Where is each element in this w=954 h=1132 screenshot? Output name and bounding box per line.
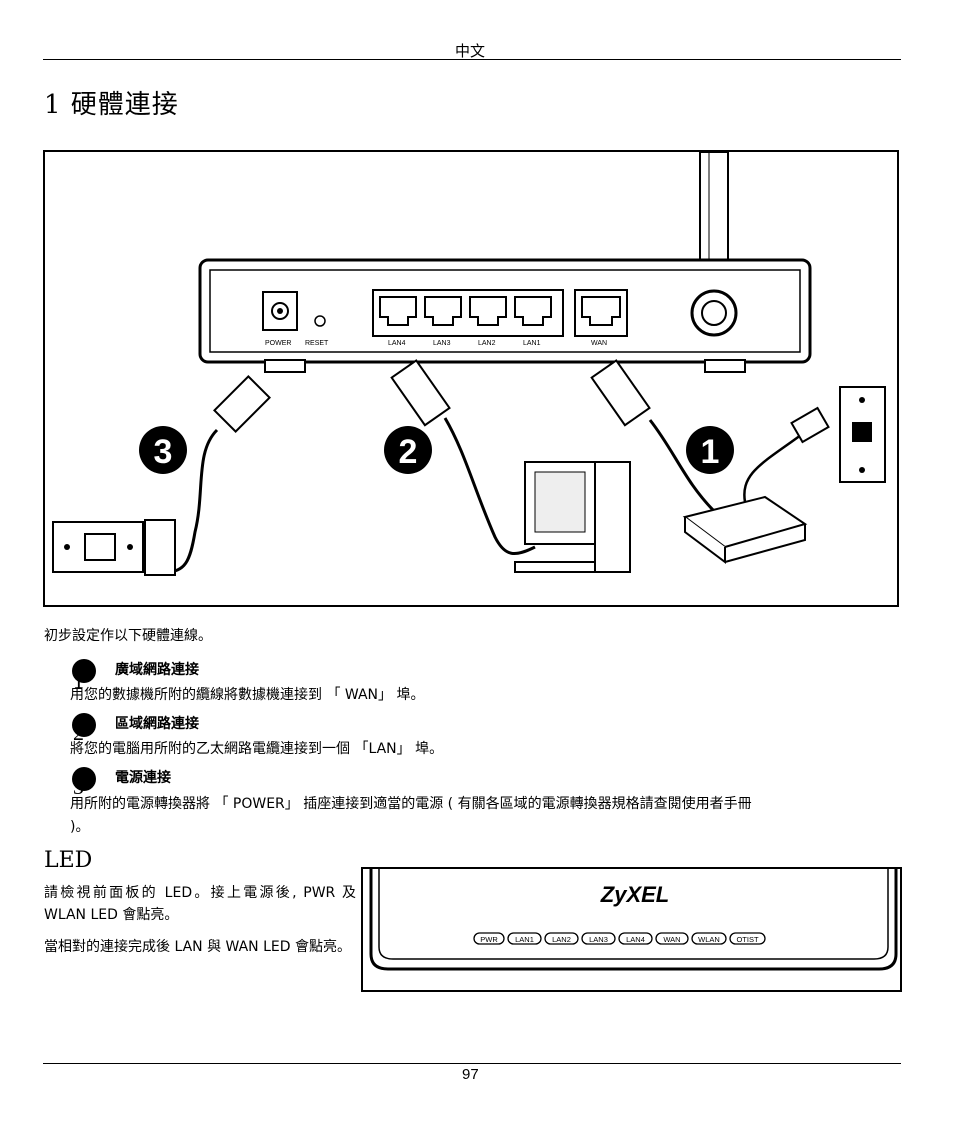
zyxel-logo: ZyXEL (600, 882, 669, 907)
power-port-label: POWER (265, 340, 291, 347)
led-indicator-label: LAN4 (626, 935, 645, 944)
header-rule (43, 59, 901, 60)
step-2-badge (72, 713, 96, 737)
step-3-badge (72, 767, 96, 791)
front-panel-diagram: ZyXEL PWR LAN1 LAN2 LAN3 LAN4 WAN WLAN OTIST (369, 869, 898, 971)
power-adapter (144, 519, 176, 576)
callout-2-label: 2 (399, 433, 418, 471)
step-2-title: 區域網路連接 (115, 716, 199, 732)
connection-diagram: POWER RESET LAN4 LAN3 LAN2 LAN1 WAN (52, 152, 886, 576)
led-indicator-otist (729, 932, 766, 945)
front-panel-figure: ZyXEL PWR LAN1 LAN2 LAN3 LAN4 WAN WLAN OTIST (361, 867, 902, 992)
callout-3 (139, 426, 187, 474)
step-2-number: 2 (73, 720, 84, 745)
phone-plug (790, 406, 830, 444)
step-3-body-continued: )。 (70, 819, 90, 835)
led-indicator-wlan (691, 932, 727, 945)
lan2-label: LAN2 (478, 340, 496, 347)
led-section-title: LED (44, 848, 93, 873)
led-paragraph-2: 當相對的連接完成後 LAN 與 WAN LED 會點亮。 (44, 939, 351, 955)
step-2-body: 將您的電腦用所附的乙太網路電纜連接到一個 「LAN」 埠。 (70, 741, 444, 757)
hardware-connection-figure: POWER RESET LAN4 LAN3 LAN2 LAN1 WAN (43, 150, 899, 607)
step-1-badge (72, 659, 96, 683)
reset-button (314, 315, 326, 327)
header-language: 中文 (455, 42, 486, 60)
lan3-label: LAN3 (433, 340, 451, 347)
lan3-port (424, 296, 462, 326)
callout-2 (384, 426, 432, 474)
step-1-title: 廣域網路連接 (115, 662, 199, 678)
step-3-number: 3 (73, 774, 84, 799)
lan4-label: LAN4 (388, 340, 406, 347)
led-indicator-lan1 (507, 932, 542, 945)
led-indicator-lan4 (618, 932, 653, 945)
callout-3-label: 3 (154, 433, 173, 471)
led-indicator-label: OTIST (736, 935, 759, 944)
led-indicator-wan (655, 932, 689, 945)
callout-1-label: 1 (701, 433, 720, 471)
lan-cable-plug (390, 359, 451, 427)
led-indicator-label: LAN3 (589, 935, 608, 944)
step-3-title: 電源連接 (115, 770, 171, 786)
led-indicator-label: LAN1 (515, 935, 534, 944)
led-indicator-lan3 (581, 932, 616, 945)
led-indicator-label: LAN2 (552, 935, 571, 944)
led-indicator-label: WAN (663, 935, 680, 944)
footer-rule (43, 1063, 901, 1064)
lan4-port (379, 296, 417, 326)
section-title: 1 硬體連接 (44, 90, 179, 120)
computer-tower (594, 461, 631, 573)
led-indicator-label: PWR (480, 935, 498, 944)
lan1-port (514, 296, 552, 326)
lan1-label: LAN1 (523, 340, 541, 347)
intro-text: 初步設定作以下硬體連線。 (44, 628, 212, 644)
led-paragraph-1: 請檢視前面板的 LED。接上電源後, PWR 及 WLAN LED 會點亮。 (44, 885, 356, 923)
power-plug (213, 375, 271, 433)
led-indicator-label: WLAN (698, 935, 720, 944)
callout-1 (686, 426, 734, 474)
step-1-number: 1 (73, 668, 84, 693)
led-indicator-lan2 (544, 932, 579, 945)
led-indicator-pwr (473, 932, 505, 945)
wan-cable-plug (590, 359, 651, 427)
lan2-port (469, 296, 507, 326)
reset-label: RESET (305, 340, 329, 347)
page-number: 97 (462, 1066, 479, 1083)
wan-label: WAN (591, 340, 607, 347)
wan-port (581, 296, 621, 326)
step-3-body: 用所附的電源轉換器將 「 POWER」 插座連接到適當的電源 ( 有關各區域的電… (70, 796, 752, 812)
step-1-body: 用您的數據機所附的纜線將數據機連接到 「 WAN」 埠。 (70, 687, 425, 703)
